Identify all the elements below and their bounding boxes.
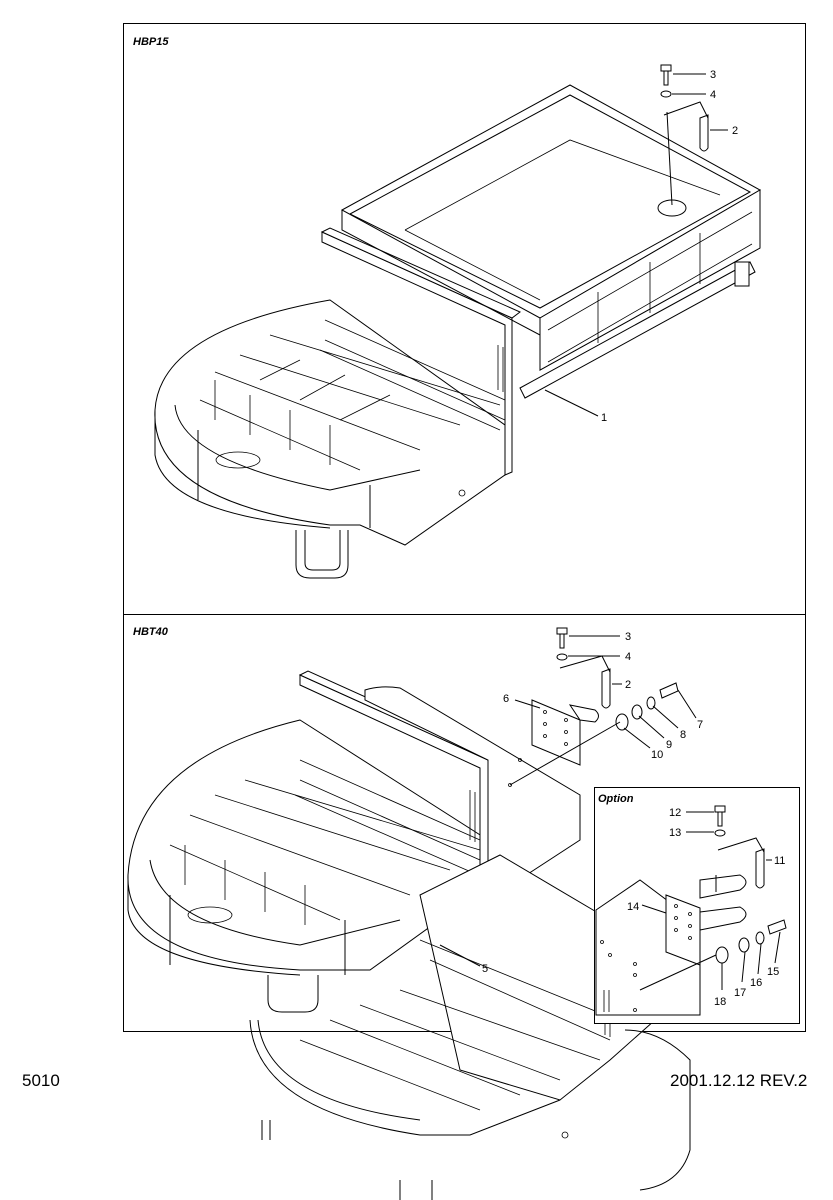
callout-6: 6 [503, 693, 509, 705]
callout-1: 1 [601, 412, 607, 424]
option-callout-leaders [641, 811, 781, 990]
hbp15-frame-drawing [154, 64, 762, 579]
callout-8: 8 [680, 729, 686, 741]
callout-9: 9 [666, 739, 672, 751]
callout-11: 11 [774, 855, 785, 867]
callout-15: 15 [767, 966, 779, 978]
hbt40-frame-drawing [127, 627, 701, 1200]
hbt40-callout-numbers: 3 4 2 6 7 8 9 10 5 [482, 631, 703, 975]
callout-17: 17 [734, 987, 746, 999]
callout-13: 13 [669, 827, 681, 839]
callout-10: 10 [651, 749, 663, 761]
callout-14: 14 [627, 901, 639, 913]
callout-4: 4 [625, 651, 631, 663]
panel-title-option: Option [598, 793, 634, 805]
callout-2: 2 [732, 125, 738, 137]
hbt40-callout-leaders [439, 635, 697, 967]
callout-3: 3 [625, 631, 631, 643]
callout-16: 16 [750, 977, 762, 989]
option-callout-numbers: 12 13 11 14 15 16 17 18 [627, 807, 785, 1008]
option-drawing [595, 805, 787, 1016]
revision-label: 2001.12.12 REV.2 [670, 1071, 808, 1090]
hbp15-callout-numbers: 3 4 2 1 [601, 69, 738, 424]
callout-7: 7 [697, 719, 703, 731]
callout-18: 18 [714, 996, 726, 1008]
hbp15-callout-leaders [544, 73, 728, 417]
callout-4: 4 [710, 89, 716, 101]
callout-5: 5 [482, 963, 488, 975]
panel-title-hbt40: HBT40 [133, 626, 168, 638]
panel-title-hbp15: HBP15 [133, 36, 169, 48]
callout-3: 3 [710, 69, 716, 81]
page-number: 5010 [22, 1071, 60, 1090]
callout-2: 2 [625, 679, 631, 691]
callout-12: 12 [669, 807, 681, 819]
